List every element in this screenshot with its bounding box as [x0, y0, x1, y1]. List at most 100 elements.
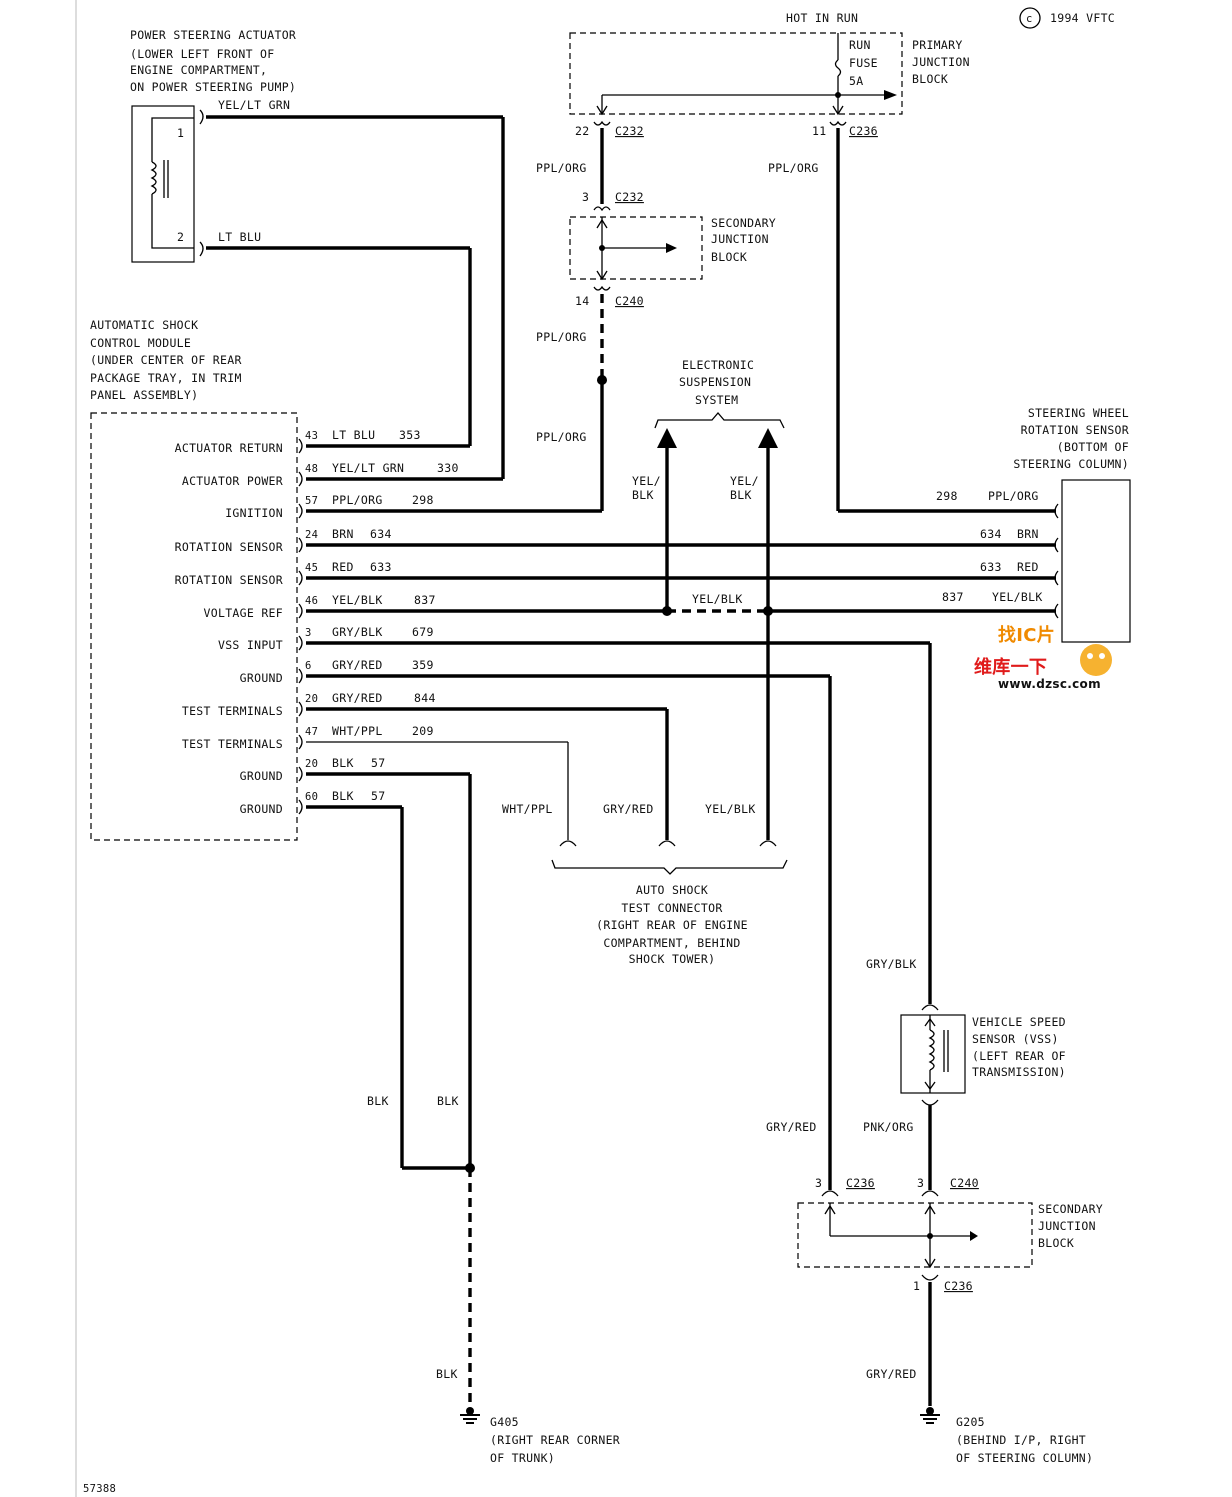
svg-text:BRN: BRN — [1017, 527, 1039, 541]
wire-label-gry-red-test: GRY/RED — [603, 802, 654, 816]
copyright-symbol: c — [1026, 13, 1033, 25]
svg-text:C236: C236 — [846, 1176, 875, 1190]
module-wire-color: PPL/ORG — [332, 493, 383, 507]
module-circuit-number: 837 — [414, 593, 436, 607]
fuse-symbol — [834, 59, 842, 77]
module-pin-label: ROTATION SENSOR — [175, 540, 283, 554]
svg-text:837: 837 — [942, 590, 964, 604]
test-connector-pins — [559, 840, 777, 847]
svg-text:YEL/: YEL/ — [730, 474, 759, 488]
module-pin-number: 48 — [305, 463, 318, 475]
svg-text:SUSPENSION: SUSPENSION — [679, 375, 751, 389]
watermark-url: www.dzsc.com — [998, 677, 1101, 691]
wire-label-gry-red-3: GRY/RED — [866, 1367, 917, 1381]
svg-text:SENSOR (VSS): SENSOR (VSS) — [972, 1032, 1059, 1046]
actuator-title: POWER STEERING ACTUATOR (LOWER LEFT FRON… — [130, 28, 296, 94]
svg-text:14: 14 — [575, 294, 589, 308]
electronic-suspension-label: ELECTRONIC SUSPENSION SYSTEM — [679, 358, 754, 407]
svg-text:5A: 5A — [849, 74, 863, 88]
vss-label: VEHICLE SPEED SENSOR (VSS) (LEFT REAR OF… — [972, 1015, 1066, 1079]
module-pin-number: 6 — [305, 660, 312, 672]
svg-text:633: 633 — [980, 560, 1002, 574]
module-pin-connector — [298, 766, 303, 782]
module-circuit-number: 57 — [371, 789, 385, 803]
wire-label-ppl-org-1: PPL/ORG — [536, 161, 587, 175]
module-circuit-number: 633 — [370, 560, 392, 574]
svg-text:SHOCK TOWER): SHOCK TOWER) — [629, 952, 716, 966]
svg-text:YEL/: YEL/ — [632, 474, 661, 488]
module-pin-connector — [298, 668, 303, 684]
wire-label-ppl-org-2: PPL/ORG — [536, 330, 587, 344]
test-connector-bracket — [551, 859, 788, 875]
module-pin-number: 3 — [305, 627, 312, 639]
module-pin-connector — [298, 537, 303, 553]
svg-text:298: 298 — [936, 489, 958, 503]
svg-text:JUNCTION: JUNCTION — [711, 232, 769, 246]
wire-label-yel-blk-left: YEL/ BLK — [632, 474, 661, 502]
module-pin-label: GROUND — [240, 769, 283, 783]
module-circuit-number: 298 — [412, 493, 434, 507]
module-pin-connector — [298, 438, 303, 454]
module-wire-color: LT BLU — [332, 428, 375, 442]
module-circuit-number: 844 — [414, 691, 436, 705]
svg-text:TRANSMISSION): TRANSMISSION) — [972, 1065, 1066, 1079]
svg-text:(BEHIND I/P, RIGHT: (BEHIND I/P, RIGHT — [956, 1433, 1086, 1447]
connector-c236-11: 11 C236 — [812, 120, 878, 138]
svg-text:C232: C232 — [615, 190, 644, 204]
svg-text:RUN: RUN — [849, 38, 871, 52]
svg-text:VEHICLE SPEED: VEHICLE SPEED — [972, 1015, 1066, 1029]
watermark: 找IC片 维库一下 www.dzsc.com — [974, 624, 1112, 691]
module-pin-label: TEST TERMINALS — [182, 737, 283, 751]
module-pin-label: IGNITION — [225, 506, 283, 520]
svg-text:AUTOMATIC SHOCK: AUTOMATIC SHOCK — [90, 318, 198, 332]
module-pin-label: GROUND — [240, 671, 283, 685]
actuator-pin-2: 2 — [177, 230, 184, 244]
svg-text:BLOCK: BLOCK — [1038, 1236, 1074, 1250]
svg-text:(LEFT REAR OF: (LEFT REAR OF — [972, 1049, 1066, 1063]
wire-label-blk-2: BLK — [437, 1094, 459, 1108]
wire-label-wht-ppl: WHT/PPL — [502, 802, 553, 816]
ground-label-g405: G405 (RIGHT REAR CORNER OF TRUNK) — [490, 1415, 620, 1465]
module-pin-number: 60 — [305, 791, 318, 803]
module-pin-connector — [298, 570, 303, 586]
svg-text:OF TRUNK): OF TRUNK) — [490, 1451, 555, 1465]
svg-text:1: 1 — [913, 1279, 920, 1293]
wire-label-yel-blk-right: YEL/ BLK — [730, 474, 759, 502]
module-pin-number: 47 — [305, 726, 318, 738]
wire-label-blk-3: BLK — [436, 1367, 458, 1381]
wire-label-yel-blk-mid: YEL/BLK — [692, 592, 743, 606]
svg-text:CONTROL MODULE: CONTROL MODULE — [90, 336, 191, 350]
module-wire-color: GRY/RED — [332, 658, 383, 672]
actuator-pin-1: 1 — [177, 126, 184, 140]
svg-text:ON POWER STEERING PUMP): ON POWER STEERING PUMP) — [130, 80, 296, 94]
svg-text:G205: G205 — [956, 1415, 985, 1429]
actuator-coil — [150, 117, 194, 249]
connector-c236-3: 3 C236 — [815, 1176, 875, 1197]
svg-text:JUNCTION: JUNCTION — [1038, 1219, 1096, 1233]
module-pin-connector — [298, 734, 303, 750]
wire-label-lt-blu: LT BLU — [218, 230, 261, 244]
primary-junction-block-label: PRIMARY JUNCTION BLOCK — [912, 38, 970, 86]
svg-text:RED: RED — [1017, 560, 1039, 574]
svg-text:TEST CONNECTOR: TEST CONNECTOR — [621, 901, 722, 915]
steering-sensor-box — [1061, 479, 1131, 643]
module-pin-connector — [298, 701, 303, 717]
svg-text:OF STEERING COLUMN): OF STEERING COLUMN) — [956, 1451, 1093, 1465]
steering-sensor-title: STEERING WHEEL ROTATION SENSOR (BOTTOM O… — [1013, 406, 1128, 471]
svg-text:JUNCTION: JUNCTION — [912, 55, 970, 69]
module-pin-number: 45 — [305, 562, 318, 574]
wire-label-pnk-org: PNK/ORG — [863, 1120, 914, 1134]
hot-in-run-label: HOT IN RUN — [786, 11, 858, 25]
connector-c232-3: 3 C232 — [582, 190, 644, 212]
svg-text:C240: C240 — [615, 294, 644, 308]
module-pin-label: TEST TERMINALS — [182, 704, 283, 718]
module-pin-connector — [298, 503, 303, 519]
module-circuit-number: 679 — [412, 625, 434, 639]
wire-label-gry-blk: GRY/BLK — [866, 957, 917, 971]
module-wire-color: GRY/BLK — [332, 625, 383, 639]
module-circuit-number: 209 — [412, 724, 434, 738]
secondary-junction-block-upper-box — [569, 216, 703, 280]
module-wire-color: RED — [332, 560, 354, 574]
module-circuit-number: 634 — [370, 527, 392, 541]
